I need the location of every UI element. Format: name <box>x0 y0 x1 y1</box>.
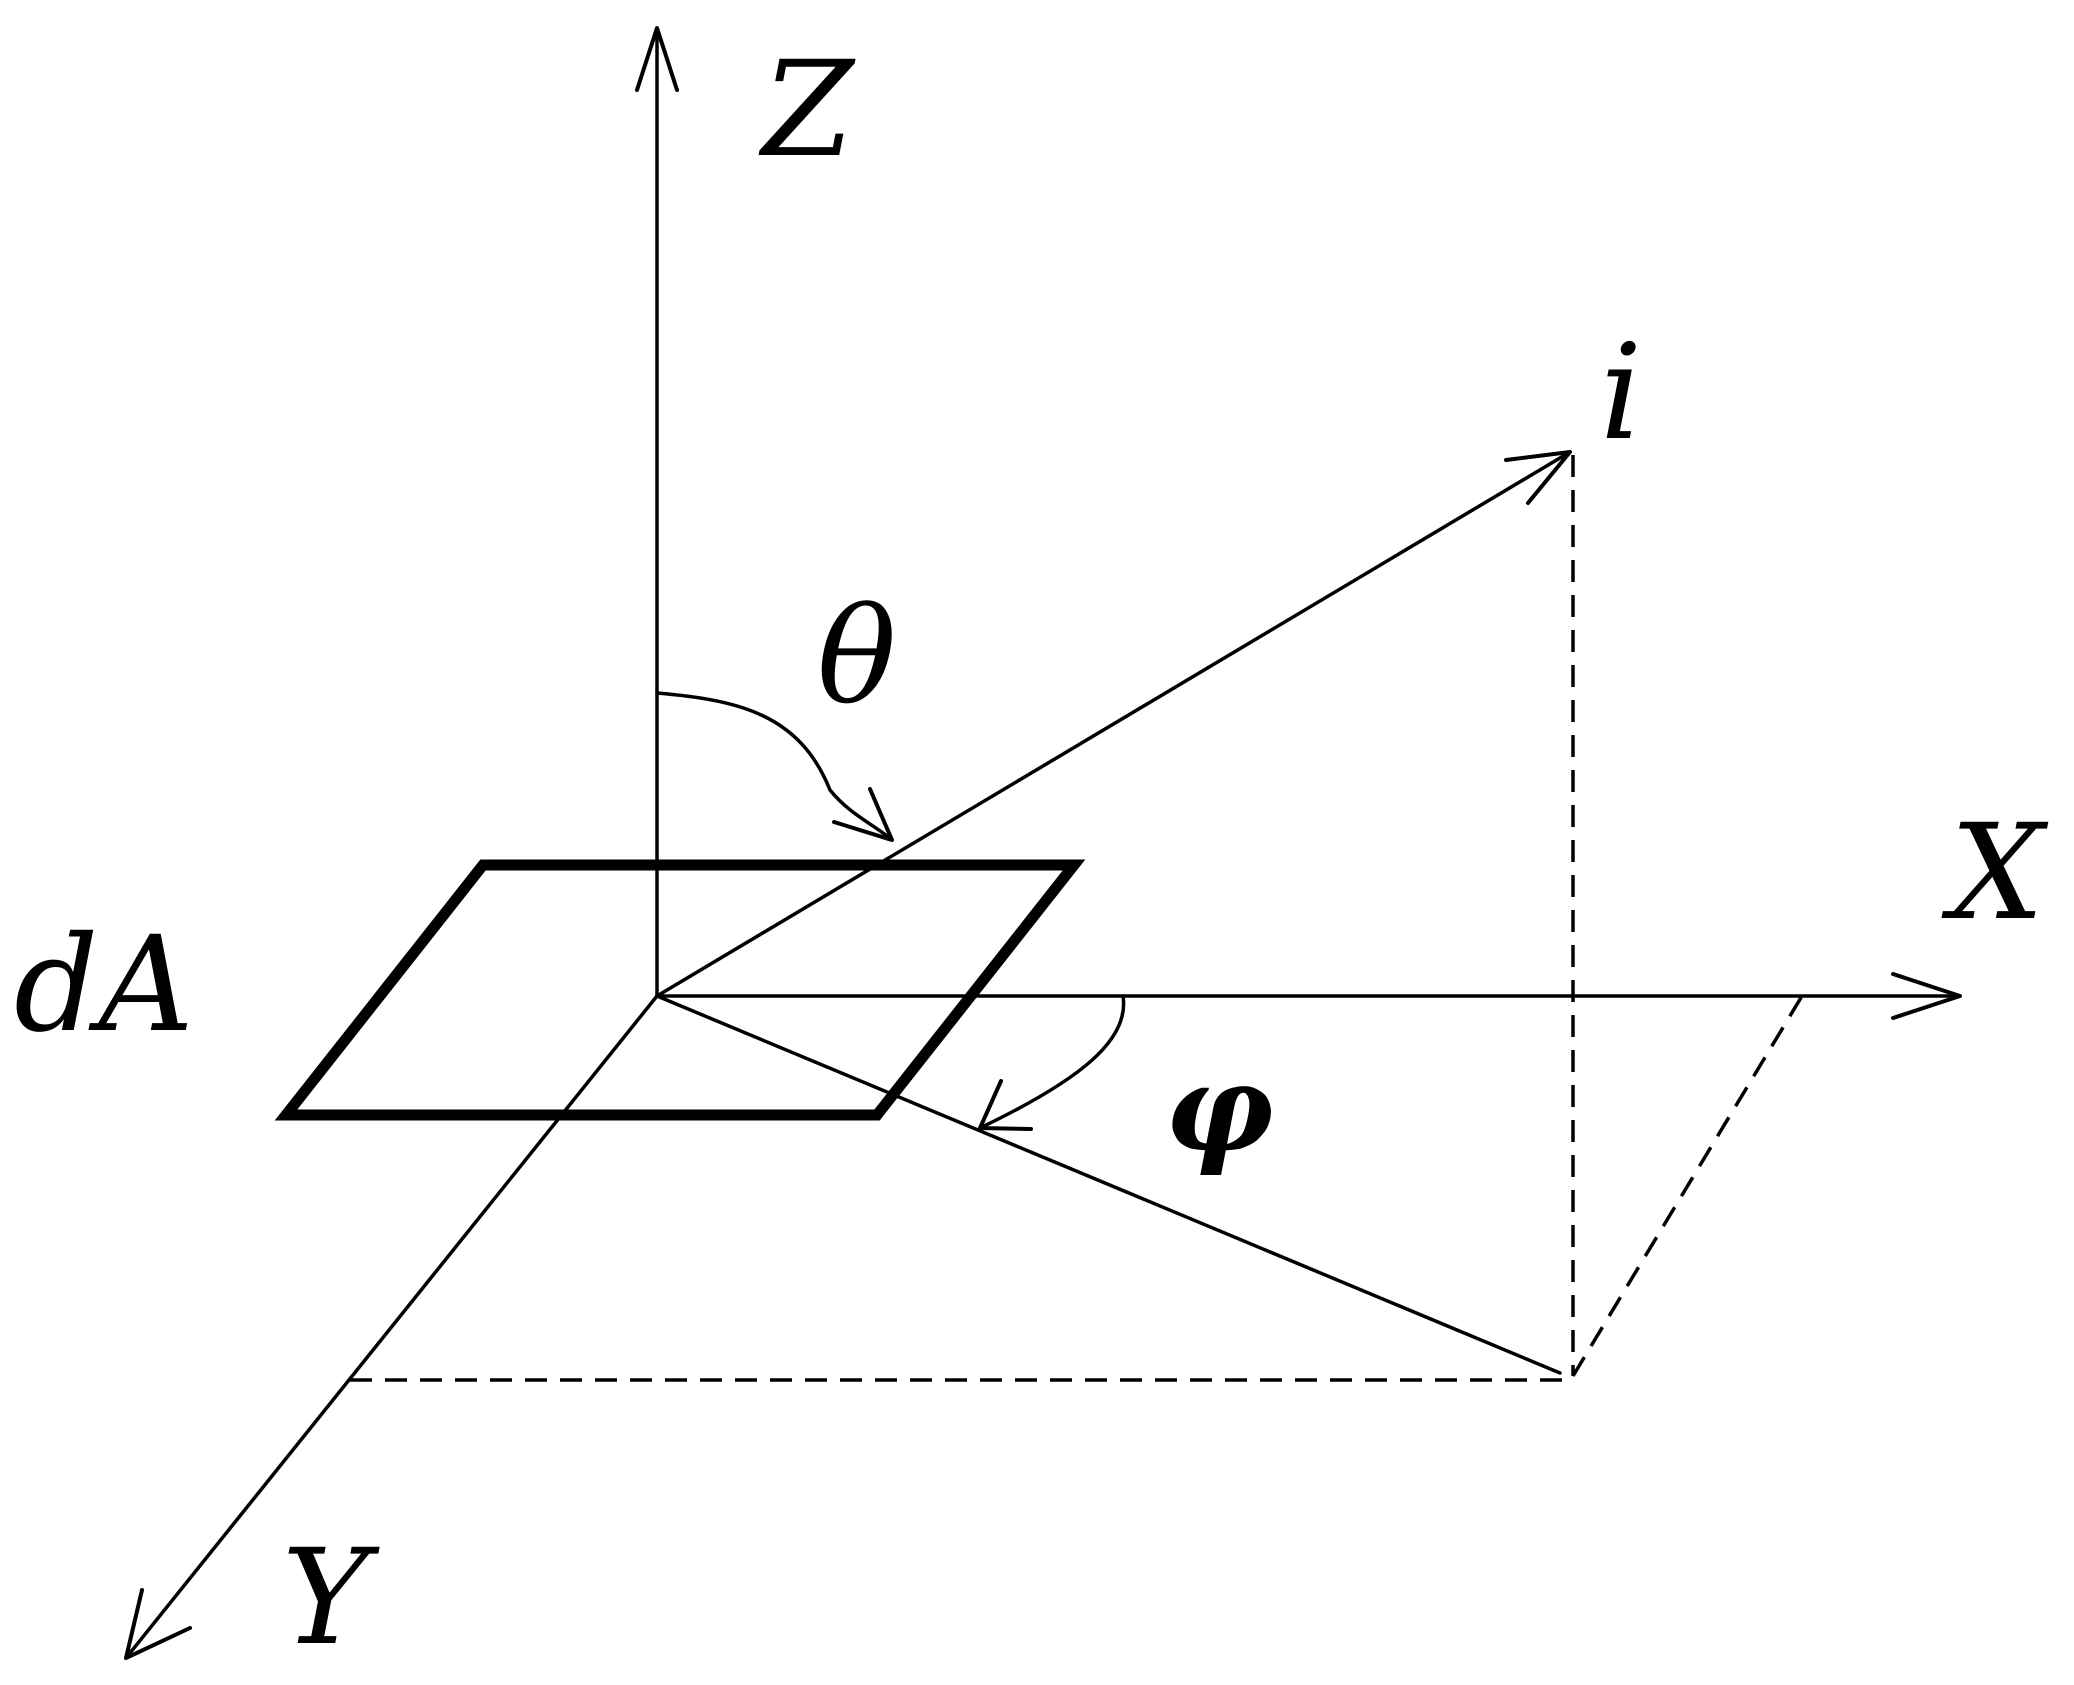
phi-label: φ <box>1165 1038 1274 1179</box>
z-axis <box>635 26 679 998</box>
x-axis <box>655 972 1962 1020</box>
y-axis <box>124 994 659 1660</box>
phi-arc <box>978 994 1126 1131</box>
z-axis-label: Z <box>758 33 856 187</box>
x-component-dashed <box>1571 995 1804 1377</box>
x-axis-label: X <box>1941 796 2049 950</box>
theta-label: θ <box>817 580 896 734</box>
y-axis-label: Y <box>282 1521 380 1675</box>
area-element-dA <box>274 859 1086 1121</box>
projection-line <box>655 994 1562 1375</box>
theta-arc <box>655 691 894 842</box>
direction-label: i <box>1600 316 1642 470</box>
area-element-label: dA <box>14 908 194 1062</box>
direction-vector <box>655 450 1572 998</box>
